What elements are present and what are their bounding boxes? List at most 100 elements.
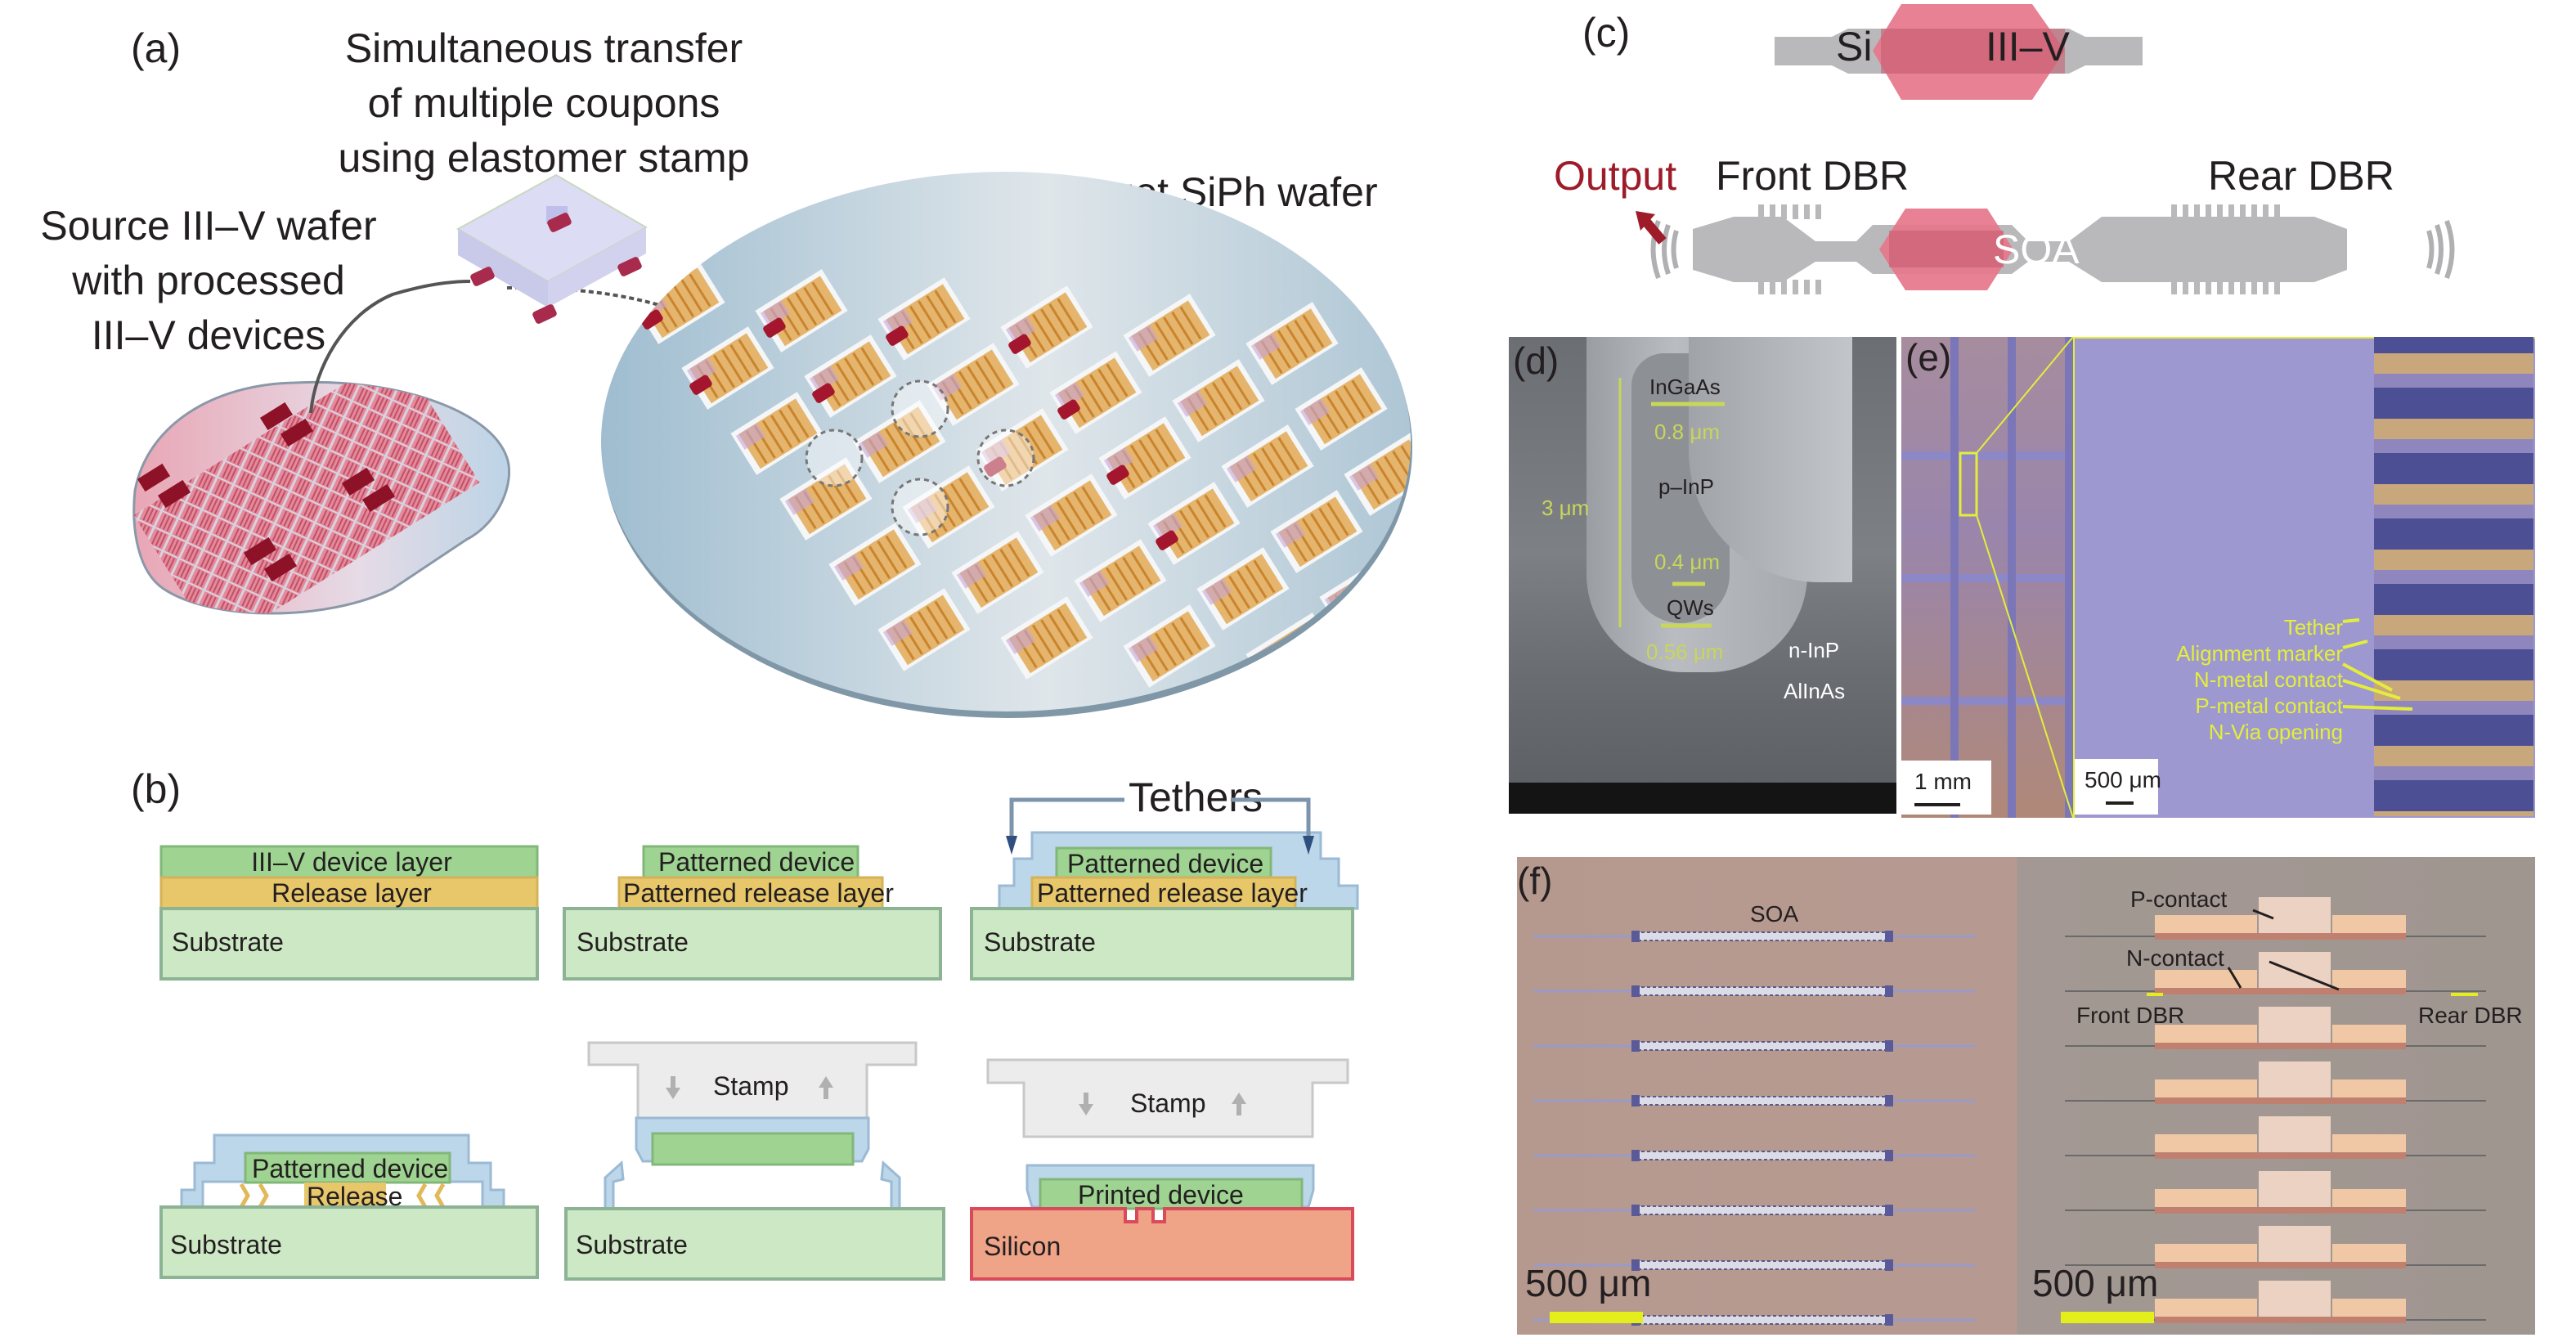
grating-tooth	[2228, 280, 2234, 294]
source-coupon-cluster	[137, 402, 396, 582]
n-contact-label: N-contact	[2126, 945, 2224, 971]
grating-tooth	[1793, 280, 1798, 294]
grating-tooth	[1781, 280, 1787, 294]
step4-patterned-device: Patterned device	[252, 1154, 449, 1183]
scalebar-right-bar	[2061, 1312, 2154, 1323]
stamp-caption-line: using elastomer stamp	[338, 135, 750, 181]
soa-device	[1635, 1205, 1890, 1215]
width-056-label: 0.56 μm	[1646, 640, 1724, 664]
p-contact-pad	[2259, 1116, 2331, 1152]
target-die	[877, 277, 971, 361]
printed-coupon	[1106, 465, 1129, 485]
vacancy-marker	[891, 478, 949, 536]
step-4	[159, 1133, 539, 1279]
step-6	[970, 1058, 1354, 1281]
step1-substrate: Substrate	[172, 927, 284, 957]
sem-measure-marks	[1618, 378, 1725, 628]
grating-tooth	[1758, 204, 1764, 219]
target-die	[1196, 547, 1290, 631]
step2-patterned-release: Patterned release layer	[623, 878, 894, 908]
device-rows	[1533, 897, 2486, 1326]
laser-stripe	[2155, 988, 2406, 994]
ingaas-label: InGaAs	[1649, 375, 1721, 399]
panel-b-label: (b)	[131, 766, 182, 812]
target-die	[927, 343, 1020, 426]
target-die	[1270, 490, 1363, 573]
panel-d-label: (d)	[1513, 339, 1560, 382]
step3-patterned-device: Patterned device	[1067, 849, 1264, 878]
soa-device	[1635, 986, 1890, 996]
target-die	[1123, 604, 1216, 688]
height-3-label: 3 μm	[1542, 496, 1590, 520]
n-contact-arrow	[2269, 960, 2340, 991]
p-contact-pad	[2259, 897, 2331, 933]
scalebar-1mm: 1 mm	[1901, 761, 1991, 815]
scalebar-right-text: 500 μm	[2032, 1262, 2159, 1304]
step1-device-layer: III–V device layer	[251, 847, 452, 877]
panel-e-label: (e)	[1905, 337, 1952, 379]
step-2	[563, 845, 942, 981]
vacancy-marker	[891, 379, 949, 438]
printed-coupon	[1008, 334, 1031, 354]
scalebar-1mm-bar	[1914, 803, 1960, 806]
p-contact-pad	[2259, 1226, 2331, 1262]
panel-f-microscope-image: (f) SOA P-contact N-contact Front DBR Re…	[1517, 857, 2535, 1335]
printed-coupon	[763, 317, 786, 338]
printed-coupon	[640, 309, 663, 330]
stamp-caption-line: Simultaneous transfer	[344, 25, 743, 71]
target-die	[1172, 359, 1265, 442]
p-contact-pad	[2259, 1007, 2331, 1043]
target-die	[828, 523, 922, 606]
printed-coupon	[1156, 530, 1178, 550]
printed-coupon	[812, 383, 835, 403]
step6-silicon: Silicon	[984, 1232, 1061, 1261]
width-08-label: 0.8 μm	[1654, 420, 1721, 444]
soa-device	[1635, 1041, 1890, 1051]
grating-tooth	[2183, 280, 2188, 294]
output-label: Output	[1554, 153, 1677, 199]
vacancy-marker	[805, 429, 864, 487]
n-contact-pad	[2332, 1244, 2406, 1262]
step5-stamp: Stamp	[713, 1071, 789, 1101]
step-3	[970, 797, 1359, 981]
grating-tooth	[2251, 280, 2257, 294]
step1-release-layer: Release layer	[272, 878, 432, 908]
sem-info-bar	[1509, 783, 1896, 814]
scalebar-1mm-text: 1 mm	[1914, 769, 1972, 794]
panel-a-label: (a)	[131, 25, 182, 71]
source-wafer-caption: Source III–V wafer with processed III–V …	[16, 199, 401, 363]
grating-tooth	[1804, 280, 1810, 294]
callout-n-metal-contact: N-metal contact	[2193, 667, 2343, 692]
soa-label: SOA	[1993, 227, 2080, 272]
n-contact-pad	[2332, 970, 2406, 988]
elastomer-stamp	[456, 173, 648, 324]
target-die	[1245, 302, 1339, 385]
output-arrow-head	[1636, 211, 1655, 231]
laser-stripe	[2155, 1152, 2406, 1159]
step-5	[564, 1041, 945, 1281]
scalebar-left-text: 500 μm	[1525, 1262, 1652, 1304]
grating-tooth	[1793, 204, 1798, 219]
step5-substrate: Substrate	[576, 1230, 688, 1259]
qws-label: QWs	[1667, 595, 1714, 620]
soa-device	[1635, 1260, 1890, 1270]
callout-tether: Tether	[2283, 615, 2343, 640]
grating-tooth	[2251, 204, 2257, 219]
target-die	[755, 269, 848, 352]
printed-coupon	[984, 456, 1007, 477]
soa-device	[1635, 1151, 1890, 1160]
callout-n-via-opening: N-Via opening	[2208, 720, 2343, 744]
stamp-caption-line: of multiple coupons	[367, 80, 720, 126]
step6-stamp: Stamp	[1130, 1088, 1206, 1118]
laser-stripe	[2155, 1262, 2406, 1268]
grating-tooth	[2171, 204, 2177, 219]
zoom-lines	[1959, 337, 2413, 818]
n-inp-label: n-InP	[1788, 638, 1840, 662]
n-contact-arrow	[2227, 967, 2242, 989]
n-contact-pad	[2332, 1134, 2406, 1152]
tethers-label: Tethers	[1129, 774, 1263, 820]
step4-release: Release	[307, 1182, 403, 1211]
grating-tooth	[2194, 280, 2200, 294]
grating-tooth	[1815, 280, 1821, 294]
grating-tooth	[1770, 280, 1775, 294]
